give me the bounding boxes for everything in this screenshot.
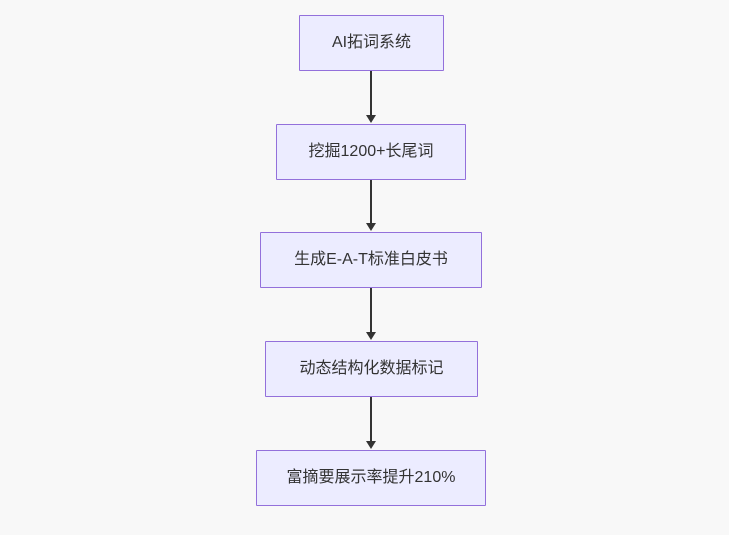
node-label: 富摘要展示率提升210% (286, 469, 456, 487)
arrowhead-icon (366, 115, 376, 123)
flowchart-node-longtail-keywords: 挖掘1200+长尾词 (276, 124, 466, 180)
node-label: 挖掘1200+长尾词 (308, 143, 434, 161)
flowchart-node-ai-expansion-system: AI拓词系统 (299, 15, 444, 71)
flow-arrow (365, 71, 377, 123)
arrow-line (370, 288, 372, 332)
flowchart-node-eat-whitepaper: 生成E-A-T标准白皮书 (260, 232, 482, 288)
arrow-line (370, 71, 372, 115)
arrowhead-icon (366, 441, 376, 449)
arrowhead-icon (366, 223, 376, 231)
arrow-line (370, 180, 372, 223)
flow-arrow (365, 180, 377, 231)
node-label: AI拓词系统 (331, 34, 412, 52)
node-label: 动态结构化数据标记 (299, 360, 444, 378)
flowchart-node-structured-data-markup: 动态结构化数据标记 (265, 341, 478, 397)
flowchart-node-rich-snippet-rate: 富摘要展示率提升210% (256, 450, 486, 506)
arrow-line (370, 397, 372, 441)
arrowhead-icon (366, 332, 376, 340)
flow-arrow (365, 288, 377, 340)
node-label: 生成E-A-T标准白皮书 (294, 251, 448, 269)
flow-arrow (365, 397, 377, 449)
